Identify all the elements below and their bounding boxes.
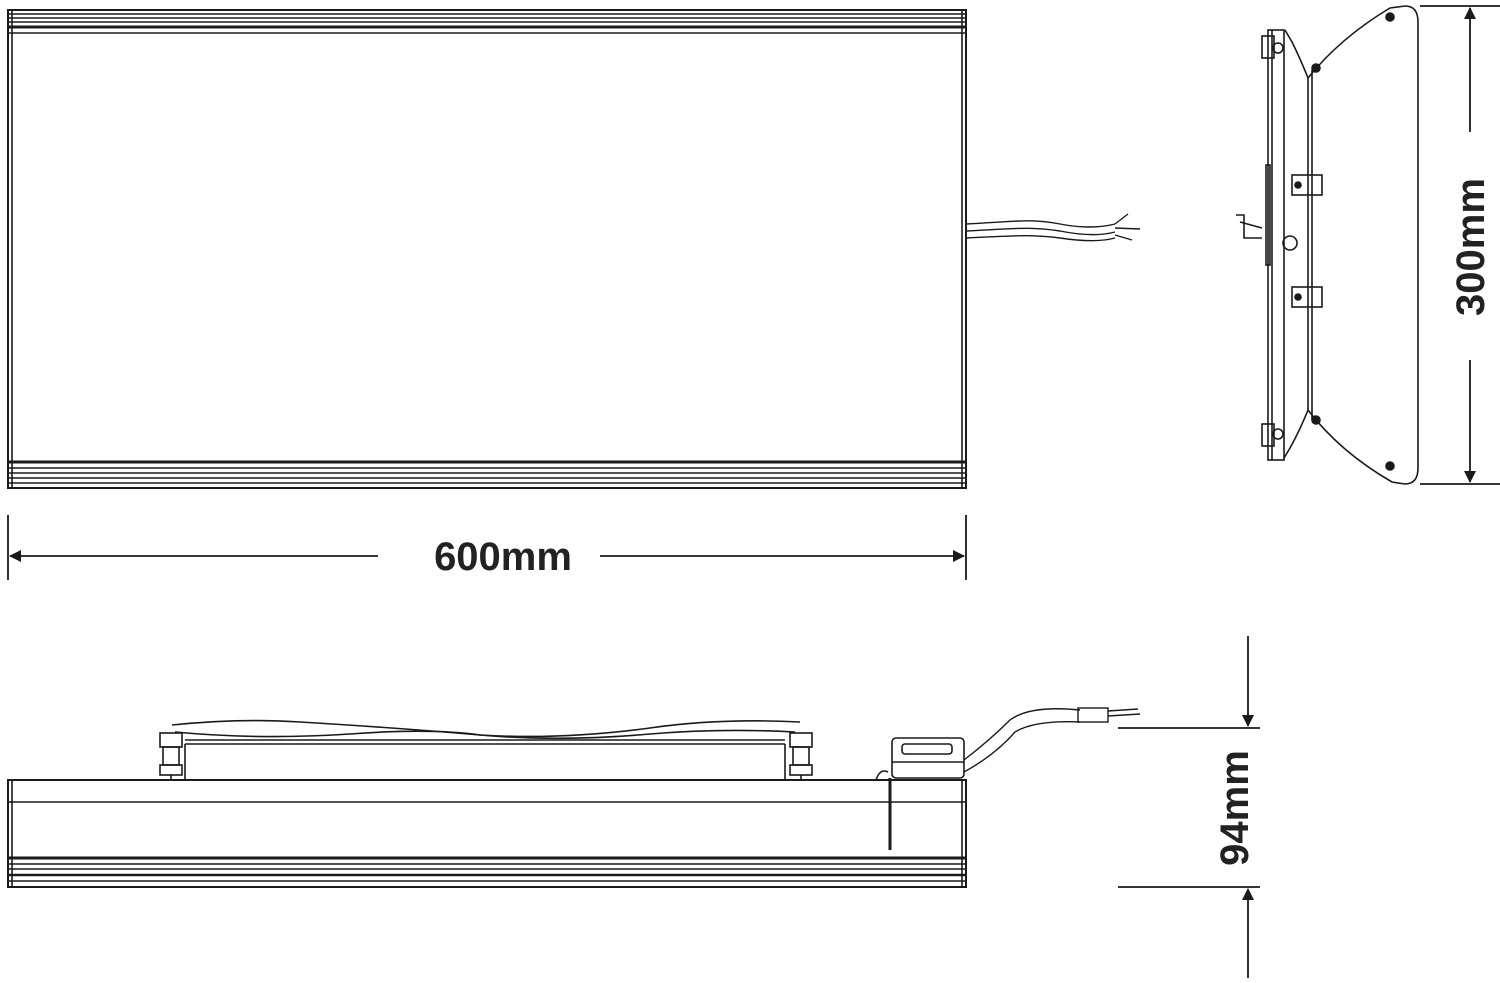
end-view-knob xyxy=(1282,235,1298,251)
bracket-bolt-left xyxy=(159,732,183,780)
front-view-body xyxy=(7,779,967,888)
power-cable-front xyxy=(963,707,1141,773)
width-dimension xyxy=(7,515,967,580)
top-view-rail-top xyxy=(8,13,966,34)
height-label: 94mm xyxy=(1213,750,1257,866)
driver-box xyxy=(875,737,965,850)
depth-label: 300mm xyxy=(1449,178,1493,316)
hanging-bracket xyxy=(171,719,801,780)
depth-dimension xyxy=(1420,5,1500,485)
height-dimension xyxy=(1118,636,1260,978)
power-cable-top xyxy=(965,213,1141,242)
top-view-outline xyxy=(7,9,967,489)
top-view-rail-bottom xyxy=(8,460,966,484)
top-view xyxy=(7,9,1141,489)
end-view xyxy=(1236,5,1419,485)
width-label: 600mm xyxy=(434,535,572,579)
front-view xyxy=(7,707,1141,888)
end-view-bracket xyxy=(1283,29,1309,459)
bracket-bolt-right xyxy=(789,732,813,780)
